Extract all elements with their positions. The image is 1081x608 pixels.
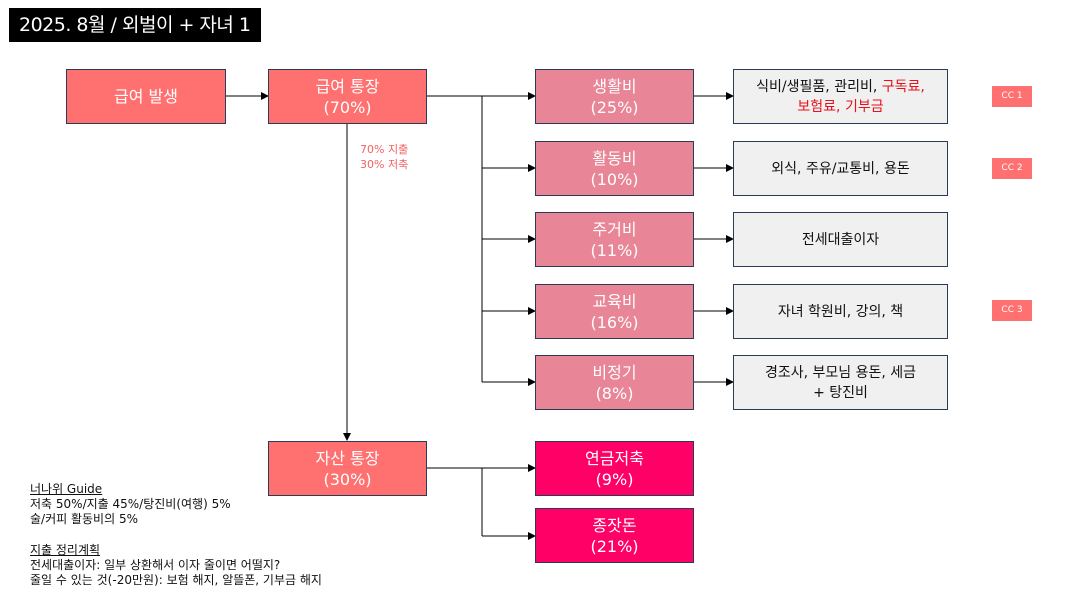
detail-living-line1: 식비/생필품, 관리비, 구독료, [756, 77, 925, 97]
detail-text: 식비/생필품, 관리비, [756, 78, 882, 95]
node-label: 자산 통장 [315, 448, 380, 468]
node-pension: 연금저축 (9%) [535, 441, 694, 496]
cc-tag: CC 2 [992, 158, 1032, 179]
detail-living: 식비/생필품, 관리비, 구독료, 보험료, 기부금 [733, 69, 948, 124]
node-label: 비정기 [592, 362, 637, 382]
node-percent: (10%) [590, 169, 639, 189]
node-asset-account: 자산 통장 (30%) [268, 441, 427, 496]
plan-block: 지출 정리계획 전세대출이자: 일부 상환해서 이자 줄이면 어떨지? 줄일 수… [30, 543, 322, 588]
node-label: 교육비 [592, 291, 637, 311]
node-salary-account: 급여 통장 (70%) [268, 69, 427, 124]
node-percent: (21%) [590, 536, 639, 556]
node-label: 활동비 [592, 148, 637, 168]
plan-line: 줄일 수 있는 것(-20만원): 보험 해지, 알뜰폰, 기부금 해지 [30, 573, 322, 587]
node-irregular: 비정기 (8%) [535, 355, 694, 410]
node-percent: (25%) [590, 97, 639, 117]
detail-text: + 탕진비 [813, 384, 868, 401]
detail-text: 전세대출이자 [801, 231, 880, 248]
cc-tag: CC 1 [992, 86, 1032, 107]
node-percent: (70%) [323, 97, 372, 117]
node-percent: (30%) [323, 469, 372, 489]
node-seed-money: 종잣돈 (21%) [535, 508, 694, 563]
node-activity: 활동비 (10%) [535, 141, 694, 196]
detail-housing: 전세대출이자 [733, 212, 948, 267]
plan-line: 전세대출이자: 일부 상환해서 이자 줄이면 어떨지? [30, 558, 281, 572]
node-label: 급여 통장 [315, 76, 380, 96]
highlight-text: 구독료, [881, 78, 925, 95]
page-title: 2025. 8월 / 외벌이 + 자녀 1 [9, 8, 261, 42]
node-percent: (9%) [595, 469, 634, 489]
node-education: 교육비 (16%) [535, 284, 694, 339]
node-living: 생활비 (25%) [535, 69, 694, 124]
node-label: 생활비 [592, 76, 637, 96]
guide-line: 술/커피 활동비의 5% [30, 512, 138, 526]
node-label: 연금저축 [585, 448, 644, 468]
detail-text: 외식, 주유/교통비, 용돈 [771, 160, 910, 177]
node-label: 종잣돈 [592, 515, 637, 535]
node-salary-event-label: 급여 발생 [114, 87, 178, 106]
highlight-text: 보험료, 기부금 [797, 98, 884, 115]
detail-irregular: 경조사, 부모님 용돈, 세금 + 탕진비 [733, 355, 948, 410]
node-housing: 주거비 (11%) [535, 212, 694, 267]
ratio-save: 30% 저축 [360, 158, 409, 171]
guide-line: 저축 50%/지출 45%/탕진비(여행) 5% [30, 497, 231, 511]
node-percent: (8%) [595, 383, 634, 403]
plan-heading: 지출 정리계획 [30, 543, 101, 557]
node-percent: (11%) [590, 240, 639, 260]
ratio-spend: 70% 지출 [360, 143, 409, 156]
guide-heading: 너나위 Guide [30, 482, 103, 496]
node-percent: (16%) [590, 312, 639, 332]
ratio-note: 70% 지출 30% 저축 [360, 142, 408, 172]
guide-block: 너나위 Guide 저축 50%/지출 45%/탕진비(여행) 5% 술/커피 … [30, 482, 231, 527]
detail-education: 자녀 학원비, 강의, 책 [733, 284, 948, 339]
cc-tag: CC 3 [992, 300, 1032, 321]
detail-text: 자녀 학원비, 강의, 책 [777, 303, 904, 320]
node-label: 주거비 [592, 219, 637, 239]
detail-activity: 외식, 주유/교통비, 용돈 [733, 141, 948, 196]
node-salary-event: 급여 발생 [66, 69, 226, 124]
detail-text: 경조사, 부모님 용돈, 세금 [764, 364, 917, 381]
